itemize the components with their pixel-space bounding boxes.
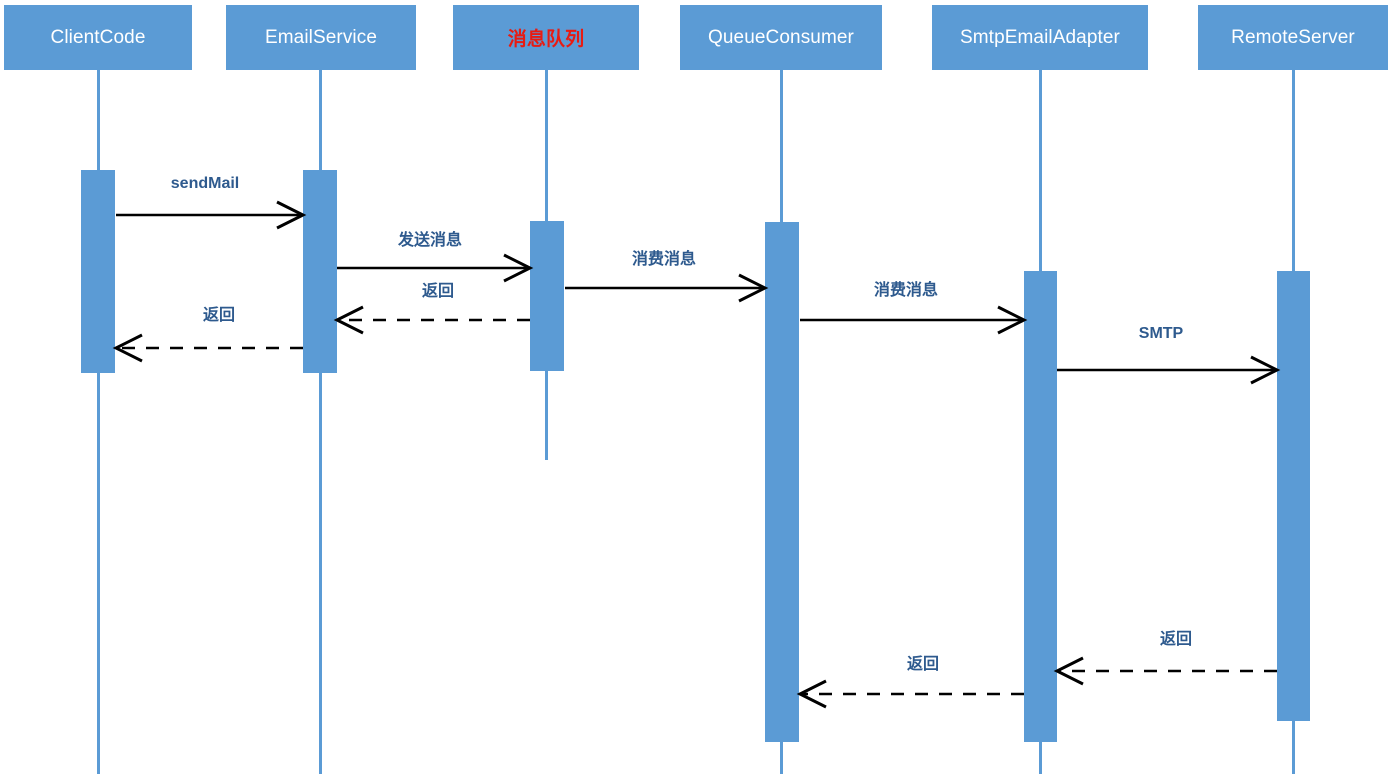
message-label-msg-return-adapter-to-consumer: 返回 (906, 656, 940, 673)
message-label-msg-return-service-to-client: 返回 (202, 307, 236, 324)
participant-message-queue[interactable]: 消息队列 (453, 5, 639, 70)
participant-label: SmtpEmailAdapter (959, 26, 1120, 48)
message-label-msg-return-queue-to-service: 返回 (421, 283, 455, 300)
message-label-msg-consume-message-2: 消费消息 (873, 282, 939, 299)
lifeline-email-service (319, 70, 322, 774)
arrow-msg-return-adapter-to-consumer (796, 679, 1024, 709)
arrow-msg-return-queue-to-service (333, 305, 530, 335)
activation-bar-client-code (81, 170, 115, 373)
arrow-msg-return-remote-to-adapter (1053, 656, 1277, 686)
arrow-msg-consume-message-2 (800, 305, 1028, 335)
activation-bar-remote-server (1277, 271, 1310, 721)
participant-label: EmailService (264, 26, 378, 48)
participant-client-code[interactable]: ClientCode (4, 5, 192, 70)
participant-label: 消息队列 (507, 29, 585, 50)
activation-bar-queue-consumer (765, 222, 799, 742)
activation-bar-smtp-email-adapter (1024, 271, 1057, 742)
participant-smtp-email-adapter[interactable]: SmtpEmailAdapter (932, 5, 1148, 70)
participant-label: RemoteServer (1231, 26, 1355, 48)
arrow-msg-send-mail (116, 200, 307, 230)
activation-bar-message-queue (530, 221, 564, 371)
lifeline-client-code (97, 70, 100, 774)
activation-bar-email-service (303, 170, 337, 373)
message-label-msg-send-message: 发送消息 (397, 232, 463, 249)
arrow-msg-smtp (1057, 355, 1281, 385)
participant-email-service[interactable]: EmailService (226, 5, 416, 70)
arrow-msg-return-service-to-client (112, 333, 303, 363)
participant-label: ClientCode (50, 26, 146, 48)
participant-remote-server[interactable]: RemoteServer (1198, 5, 1388, 70)
arrow-msg-consume-message-1 (565, 273, 769, 303)
participant-queue-consumer[interactable]: QueueConsumer (680, 5, 882, 70)
message-label-msg-consume-message-1: 消费消息 (631, 251, 697, 268)
participant-label: QueueConsumer (708, 26, 854, 48)
message-label-msg-send-mail: sendMail (170, 175, 240, 192)
message-label-msg-return-remote-to-adapter: 返回 (1159, 631, 1193, 648)
message-label-msg-smtp: SMTP (1138, 325, 1184, 342)
